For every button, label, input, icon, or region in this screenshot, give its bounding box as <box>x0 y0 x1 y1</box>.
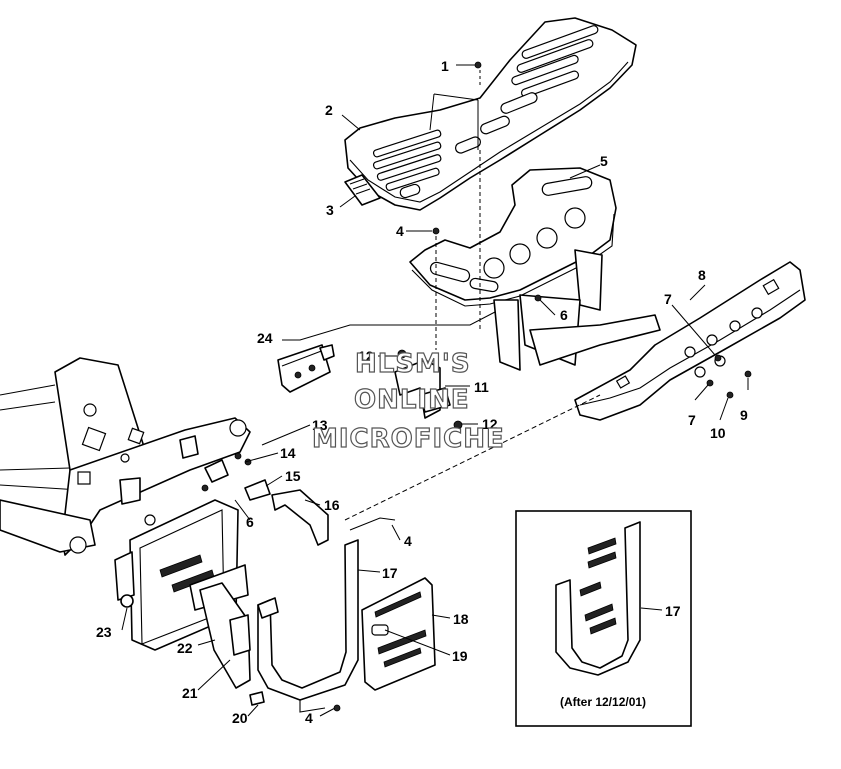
callout-12: 12 <box>358 348 374 364</box>
callout-12b: 12 <box>482 416 498 432</box>
watermark-line-3: MICROFICHE <box>312 424 505 454</box>
rack-top-part <box>344 17 637 211</box>
leader-lines <box>121 61 752 717</box>
callout-6b: 6 <box>246 514 254 530</box>
callout-14: 14 <box>280 445 296 461</box>
callout-24: 24 <box>257 330 273 346</box>
watermark: HLSM'S ONLINE MICROFICHE <box>311 348 505 454</box>
callout-22: 22 <box>177 640 193 656</box>
callout-1: 1 <box>441 58 449 74</box>
watermark-line-2: ONLINE <box>354 385 470 415</box>
mudflap-parts <box>120 582 265 706</box>
callout-16: 16 <box>324 497 340 513</box>
callout-8: 8 <box>698 267 706 283</box>
callout-15: 15 <box>285 468 301 484</box>
callout-20: 20 <box>232 710 248 726</box>
inset-u-bracket-part <box>555 521 663 676</box>
rack-frame-part <box>409 167 617 371</box>
reflector-part <box>344 174 381 206</box>
callout-4b: 4 <box>404 533 412 549</box>
bumper-part <box>529 261 806 421</box>
small-hardware-parts <box>201 452 329 546</box>
callout-23: 23 <box>96 624 112 640</box>
callout-6: 6 <box>560 307 568 323</box>
callout-9: 9 <box>740 407 748 423</box>
inset-caption: (After 12/12/01) <box>560 695 646 709</box>
light-bracket-part <box>394 349 463 430</box>
callout-4c: 4 <box>305 710 313 726</box>
callout-11: 11 <box>474 379 489 395</box>
callout-18: 18 <box>453 611 469 627</box>
callout-21: 21 <box>182 685 198 701</box>
callout-19: 19 <box>452 648 468 664</box>
callout-labels: 1 2 3 4 5 6 7 8 9 7 10 24 12 11 12 13 14… <box>96 58 748 726</box>
callout-13: 13 <box>312 417 328 433</box>
callout-7: 7 <box>664 291 672 307</box>
side-panel-part <box>361 577 436 691</box>
watermark-line-1: HLSM'S <box>355 349 471 379</box>
tail-light-part <box>277 344 335 393</box>
callout-10: 10 <box>710 425 726 441</box>
callout-17: 17 <box>382 565 398 581</box>
vehicle-frame-part <box>0 357 251 556</box>
callout-17b: 17 <box>665 603 681 619</box>
callout-7b: 7 <box>688 412 696 428</box>
callout-5: 5 <box>600 153 608 169</box>
u-bracket-part <box>257 539 359 713</box>
callout-4: 4 <box>396 223 404 239</box>
callout-3: 3 <box>326 202 334 218</box>
inset-box <box>515 510 692 727</box>
callout-2: 2 <box>325 102 333 118</box>
